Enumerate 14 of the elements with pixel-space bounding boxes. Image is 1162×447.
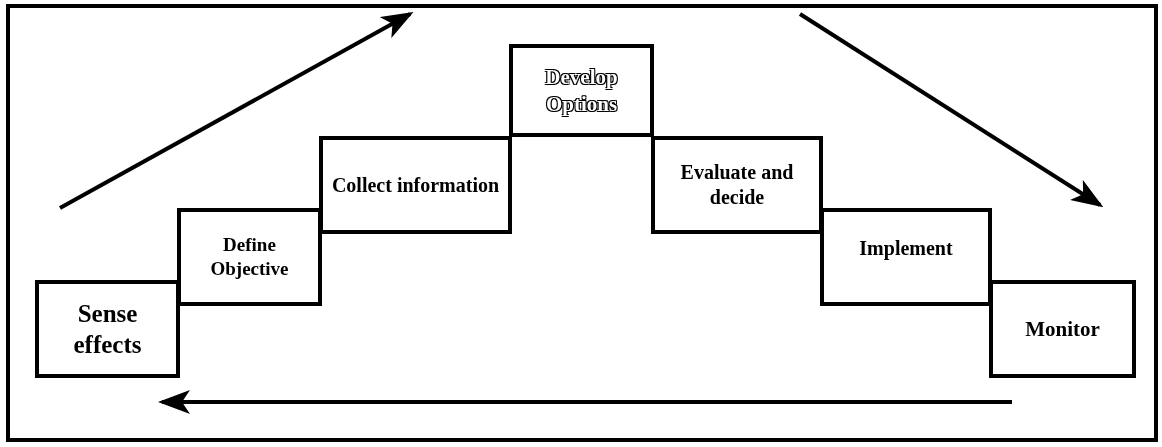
step-box (177, 208, 322, 306)
step-label: Monitor (1025, 315, 1100, 343)
step-label: Develop Options (543, 64, 619, 117)
step-label: Collect information (331, 172, 500, 198)
step-box (820, 208, 992, 306)
step-label: Evaluate and decide (679, 160, 795, 210)
step-box (651, 136, 823, 234)
step-label: Implement (859, 236, 953, 261)
step-box (509, 44, 654, 137)
step-box (35, 280, 180, 378)
step-label: Define Objective (209, 233, 290, 281)
step-box (989, 280, 1136, 378)
step-label: Sense effects (72, 298, 143, 360)
step-box (319, 136, 512, 234)
